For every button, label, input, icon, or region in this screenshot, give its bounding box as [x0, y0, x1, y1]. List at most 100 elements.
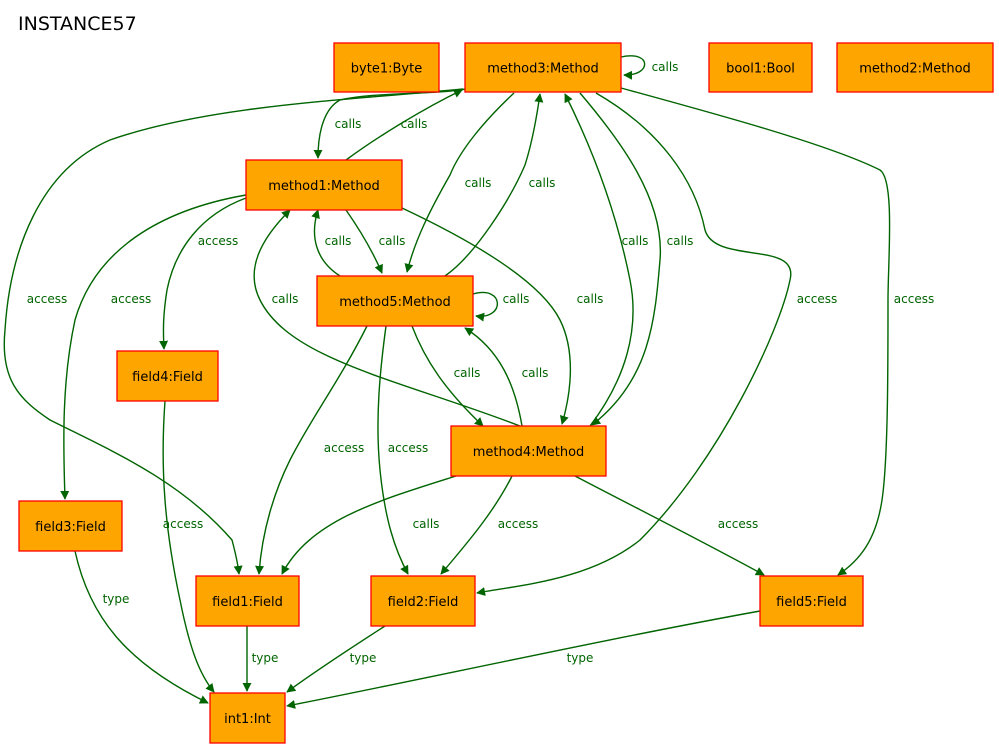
node-label: field5:Field	[776, 595, 847, 610]
node-box	[316, 275, 474, 327]
edge-method5-method3: calls	[444, 93, 556, 277]
edge-method5-method5: calls	[472, 291, 530, 322]
edge-line	[159, 197, 247, 350]
edge-line	[255, 325, 368, 575]
node-method5: method5:Method	[316, 275, 474, 327]
node-label: bool1:Bool	[726, 62, 795, 77]
node-box	[18, 500, 123, 552]
node-box	[195, 575, 300, 627]
edge-line	[162, 400, 215, 693]
edge-line	[620, 87, 891, 576]
edge-method5-field2: access	[377, 325, 428, 575]
edge-field3-int1: type	[242, 626, 278, 692]
node-label: field1:Field	[212, 595, 283, 610]
edge-method1-field3: access	[60, 194, 247, 500]
edge-method4-method3: calls	[564, 93, 649, 427]
node-label: field4:Field	[132, 370, 203, 385]
edge-label: type	[350, 651, 377, 665]
edge-label: calls	[413, 517, 440, 531]
edge-field2-int1: type	[286, 610, 761, 709]
edge-method4-method4: calls	[281, 475, 457, 575]
node-label: field3:Field	[35, 520, 106, 535]
node-box	[370, 575, 476, 627]
node-box	[464, 42, 622, 93]
edge-line	[281, 475, 457, 575]
node-field2: field2:Field	[370, 575, 476, 627]
edge-label: calls	[522, 366, 549, 380]
node-int1: int1:Int	[209, 692, 286, 744]
edge-line	[472, 291, 499, 322]
edge-line	[345, 209, 383, 274]
node-box	[708, 42, 813, 93]
edge-method5-method4: calls	[411, 325, 484, 427]
edge-line	[401, 207, 572, 425]
edge-label: calls	[272, 292, 299, 306]
edge-label: calls	[622, 234, 649, 248]
edge-method3-field1: access	[3, 88, 464, 575]
edge-method3-method5: calls	[404, 92, 515, 273]
node-field3: field3:Field	[18, 500, 123, 552]
diagram-title: INSTANCE57	[18, 13, 137, 35]
edge-method3-field2: access	[476, 92, 837, 596]
edge-line	[311, 209, 341, 277]
edge-line	[253, 209, 521, 427]
edge-field4-int1: type	[74, 550, 209, 704]
node-label: int1:Int	[224, 712, 271, 727]
node-box	[759, 575, 864, 627]
node-box	[116, 350, 219, 402]
node-method1: method1:Method	[245, 159, 403, 211]
node-label: method5:Method	[339, 295, 451, 310]
edge-method1-method5: calls	[345, 209, 405, 274]
edge-field1-int1: type	[286, 625, 386, 693]
edge-label: access	[27, 292, 67, 306]
node-bool1: bool1:Bool	[708, 42, 813, 93]
edge-label: calls	[652, 60, 679, 74]
edge-method3-method3: calls	[620, 55, 679, 80]
edge-label: calls	[529, 176, 556, 190]
edge-label: access	[163, 517, 203, 531]
node-field4: field4:Field	[116, 350, 219, 402]
edge-line	[574, 475, 765, 576]
edge-line	[286, 625, 386, 693]
edge-line	[620, 55, 646, 80]
nodes-layer: byte1:Byte method3:Method bool1:Bool method…	[18, 42, 994, 744]
edge-label: access	[324, 441, 364, 455]
node-box	[836, 42, 994, 93]
edge-label: calls	[325, 234, 352, 248]
edge-label: access	[797, 292, 837, 306]
edge-label: calls	[454, 366, 481, 380]
edge-method1-method4: calls	[401, 207, 603, 425]
edge-line	[579, 92, 662, 426]
edge-method4-field1: access	[440, 475, 538, 575]
edge-label: calls	[335, 117, 362, 131]
node-label: byte1:Byte	[351, 62, 422, 77]
edge-line	[404, 92, 515, 273]
node-method2: method2:Method	[836, 42, 994, 93]
node-box	[245, 159, 403, 211]
edge-label: access	[498, 517, 538, 531]
edge-line	[464, 327, 523, 427]
edge-label: access	[388, 441, 428, 455]
node-method4: method4:Method	[450, 425, 607, 477]
node-field5: field5:Field	[759, 575, 864, 627]
edge-line	[60, 194, 247, 500]
edge-method5-method1: calls	[311, 209, 352, 277]
edge-label: type	[567, 651, 594, 665]
edge-label: access	[111, 292, 151, 306]
node-label: method1:Method	[268, 179, 380, 194]
node-method3: method3:Method	[464, 42, 622, 93]
edge-line	[345, 89, 463, 161]
node-label: method4:Method	[473, 445, 585, 460]
edge-label: access	[198, 234, 238, 248]
edge-line	[3, 88, 464, 575]
node-box	[450, 425, 607, 477]
edge-method1-field4: access	[159, 197, 247, 350]
edge-line	[440, 475, 513, 575]
edge-method4-method5: calls	[464, 327, 549, 427]
node-label: field2:Field	[388, 595, 459, 610]
edge-label: calls	[503, 292, 530, 306]
edge-method4-method1: calls	[253, 209, 521, 427]
edge-line	[377, 325, 409, 575]
